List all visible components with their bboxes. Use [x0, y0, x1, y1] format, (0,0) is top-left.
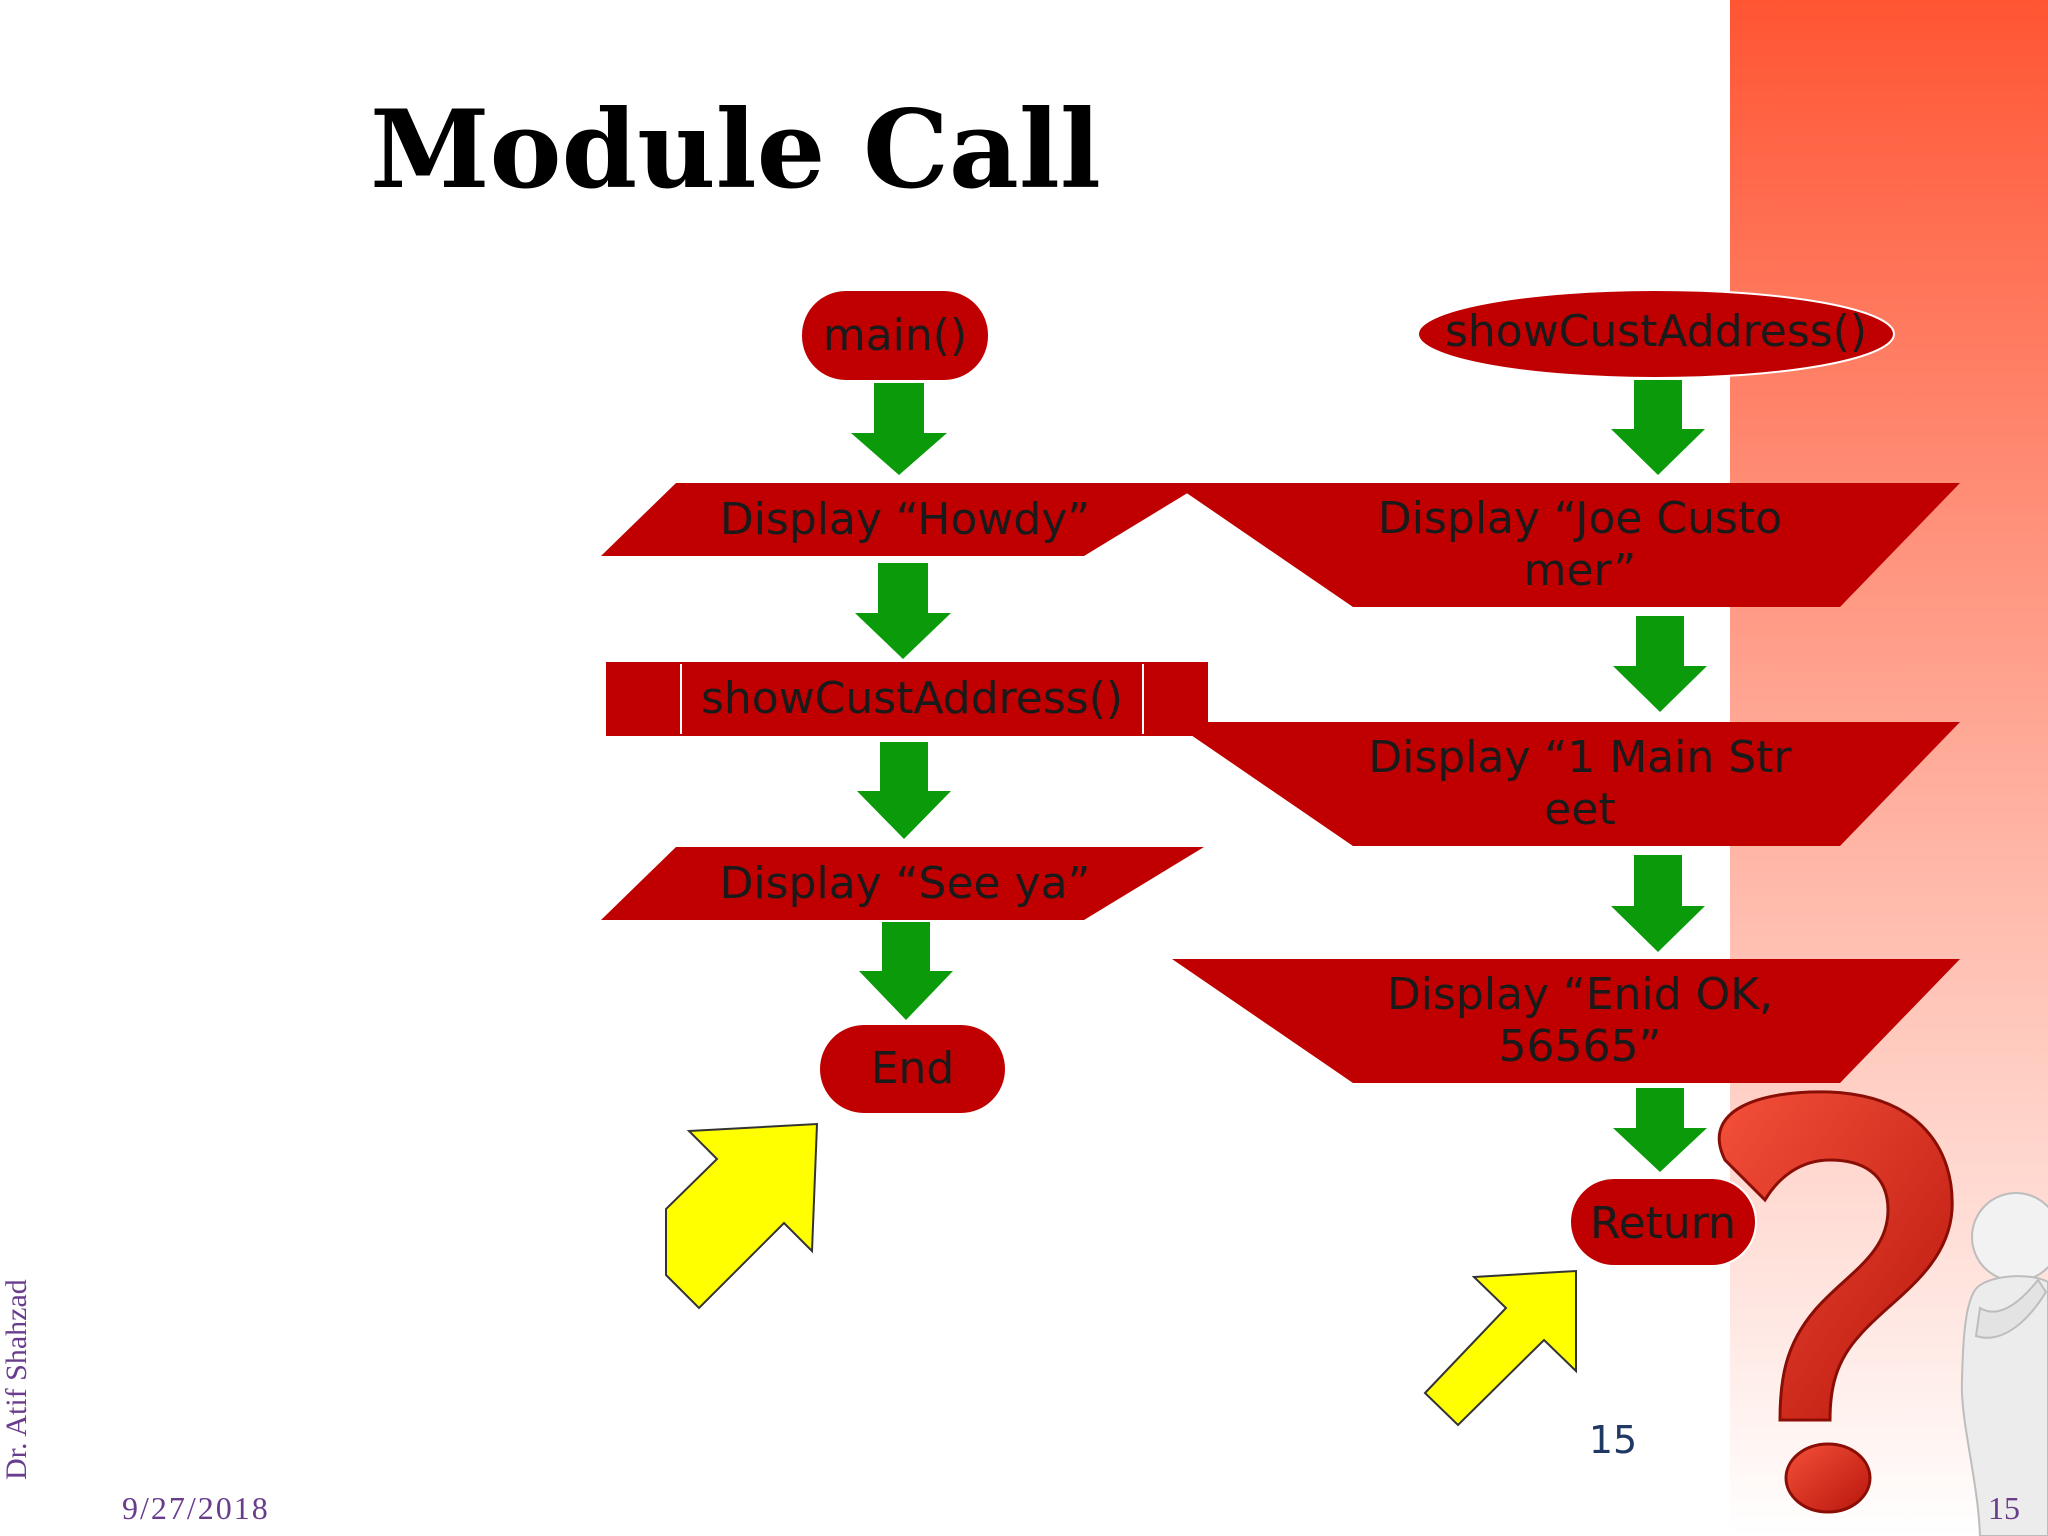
- sub-display-name-shape: [1172, 483, 1960, 607]
- sub-arrow-3: [1611, 855, 1705, 952]
- main-arrow-4: [859, 922, 953, 1020]
- main-arrow-1: [851, 383, 947, 475]
- main-pointer-arrow: [665, 1122, 819, 1310]
- main-module-call-box: [606, 662, 1208, 736]
- sub-display-city-shape: [1172, 959, 1960, 1083]
- main-start-label: main(): [822, 309, 968, 361]
- main-arrow-2: [855, 563, 951, 659]
- main-end-label: End: [870, 1043, 955, 1094]
- main-arrow-3: [857, 742, 951, 839]
- sub-return-terminator: [1569, 1177, 1757, 1267]
- main-step1-label: Display “Howdy”: [719, 493, 1091, 545]
- question-mark-hook: [1717, 1090, 1954, 1422]
- sub-display-street-shape: [1172, 722, 1960, 846]
- sub-pointer-arrow: [1423, 1269, 1577, 1427]
- main-display-seeya-shape: [601, 847, 1204, 920]
- sub-arrow-2: [1613, 616, 1707, 712]
- sub-start-terminator: [1417, 289, 1895, 379]
- slide-date: 9/27/2018: [122, 1490, 270, 1526]
- question-mark-dot: [1784, 1442, 1872, 1514]
- figure-arm: [1974, 1278, 2048, 1339]
- main-display-howdy-shape: [601, 483, 1204, 556]
- page-number: 15: [1588, 1418, 1638, 1462]
- sub-step2-label: Display “1 Main Str eet: [1368, 732, 1792, 835]
- slide-number: 15: [1988, 1490, 2020, 1526]
- sub-step1-label: Display “Joe Custo mer”: [1377, 493, 1783, 596]
- figure-head: [1971, 1192, 2048, 1282]
- sub-arrow-1: [1611, 380, 1705, 475]
- main-step3-label: Display “See ya”: [719, 857, 1091, 909]
- sub-step3-label: Display “Enid OK, 56565”: [1386, 969, 1774, 1072]
- slide-title: Module Call: [370, 87, 1101, 213]
- figure-body: [1960, 1275, 2048, 1536]
- sub-end-label: Return: [1589, 1198, 1736, 1249]
- sub-start-label: showCustAddress(): [1444, 306, 1868, 357]
- main-start-terminator: [802, 291, 988, 380]
- question-mark-illustration: [1717, 1090, 1954, 1514]
- main-step2-label: showCustAddress(): [700, 673, 1124, 724]
- sub-arrow-4: [1613, 1088, 1707, 1172]
- thinking-figure-illustration: [1960, 1192, 2048, 1536]
- author-label: Dr. Atif Shahzad: [0, 1279, 33, 1481]
- main-end-terminator: [820, 1025, 1005, 1113]
